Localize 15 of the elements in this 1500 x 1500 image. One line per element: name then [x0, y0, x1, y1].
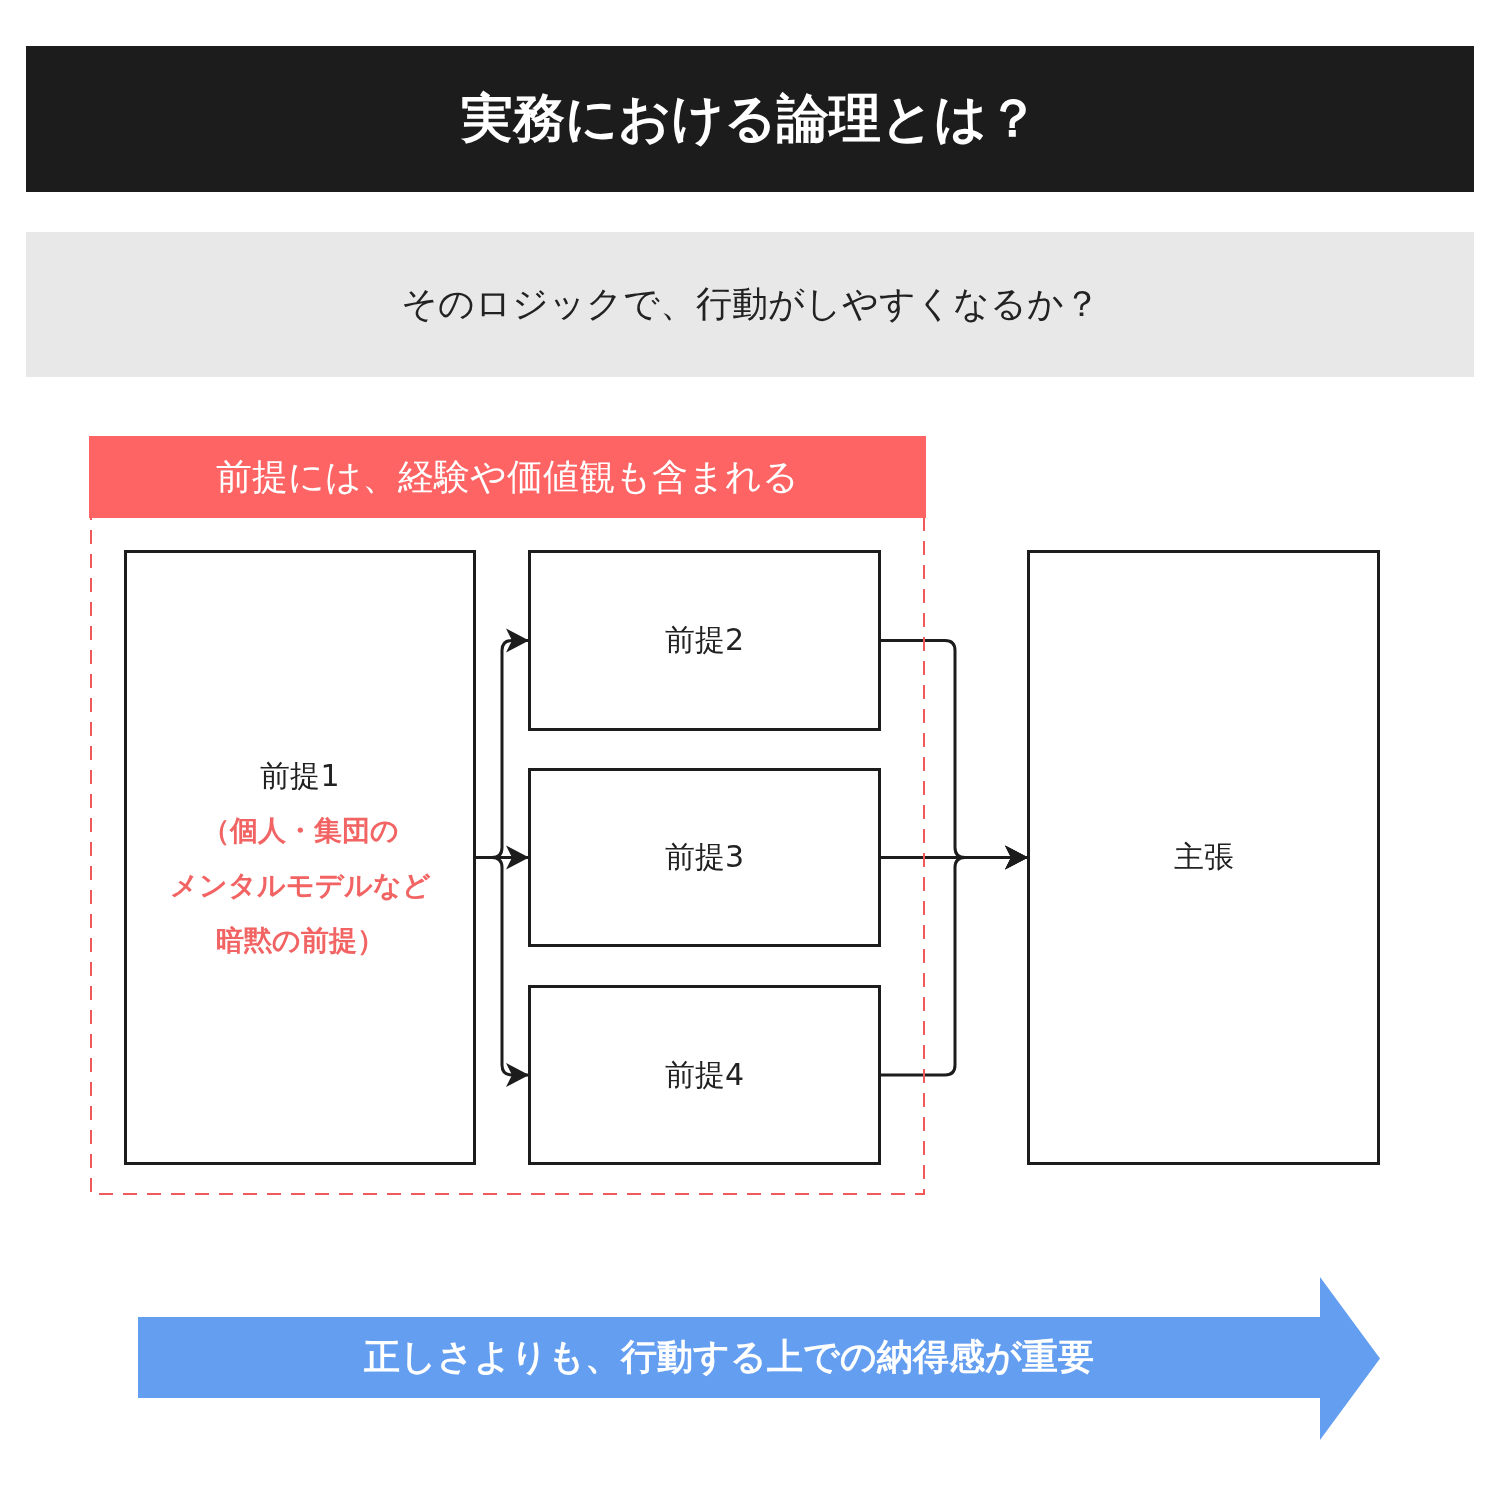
arrow — [881, 845, 1028, 1077]
note-text: （個人・集団のメンタルモデルなど暗黙の前提） — [169, 812, 431, 959]
group-header: 前提には、経験や価値観も含まれる — [89, 436, 926, 518]
box-label: 前提1 — [260, 756, 340, 795]
premise-box: 前提3 — [528, 768, 881, 947]
claim-box: 主張 — [1027, 550, 1380, 1165]
premise-box: 前提2 — [528, 550, 881, 731]
banner-text: 正しさよりも、行動する上での納得感が重要 — [364, 1335, 1094, 1379]
title-bar: 実務における論理とは？ — [26, 46, 1474, 192]
question-band: そのロジックで、行動がしやすくなるか？ — [26, 232, 1474, 377]
premise-box — [124, 550, 476, 1165]
arrow — [476, 856, 529, 1087]
dashed-group-box — [89, 436, 926, 1196]
arrow-banner — [138, 1277, 1380, 1440]
premise-box: 前提4 — [528, 985, 881, 1165]
